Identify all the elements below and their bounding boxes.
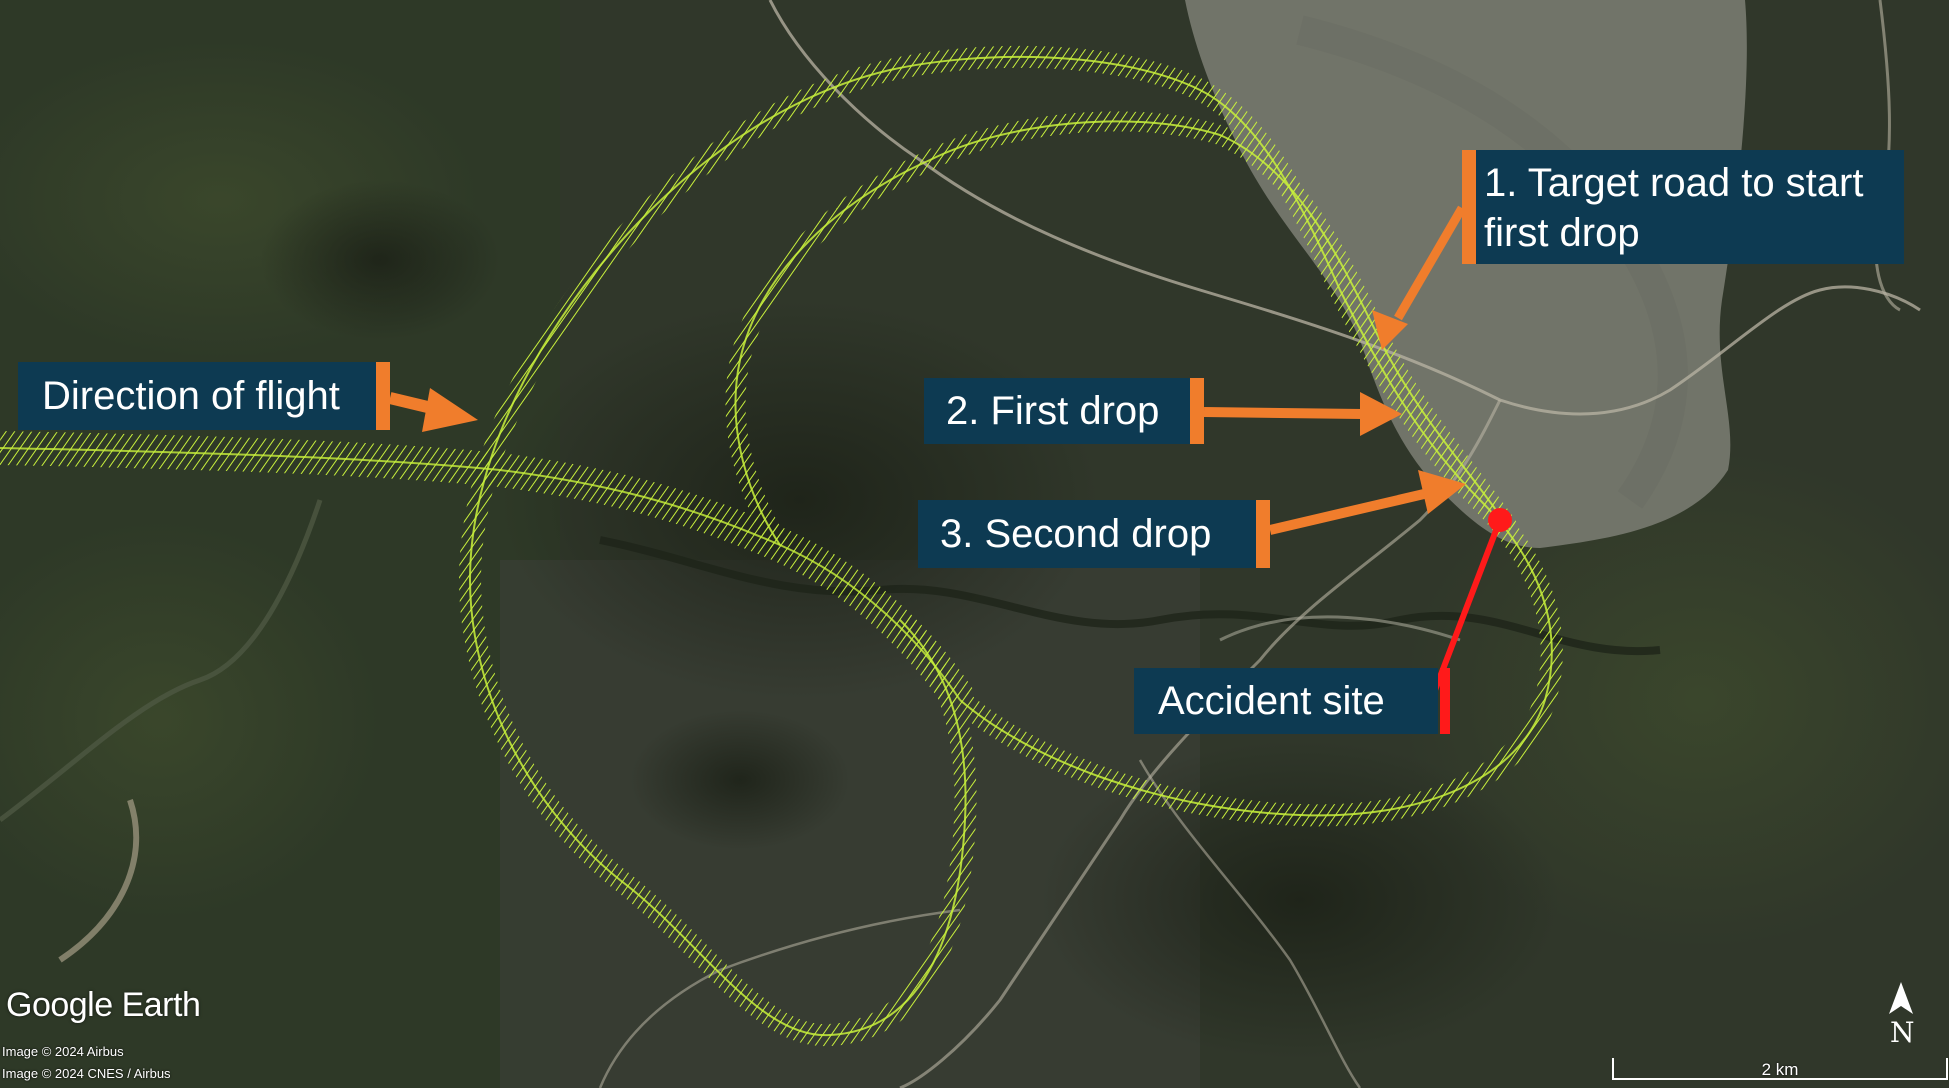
- flight-track-edge: [0, 447, 961, 701]
- callout-target-road-label: 1. Target road to start first drop: [1484, 161, 1864, 255]
- scale-bar: [1612, 1058, 1948, 1080]
- arrow-target-road: [1372, 205, 1466, 350]
- callout-second-drop: 3. Second drop: [918, 500, 1270, 568]
- imagery-credit: Image © 2024 CNES / Airbus: [2, 1066, 171, 1081]
- callout-direction-of-flight-label: Direction of flight: [42, 374, 340, 418]
- imagery-credit: Image © 2024 Airbus: [2, 1044, 124, 1059]
- callout-direction-of-flight: Direction of flight: [18, 362, 390, 430]
- callout-accident-site: Accident site: [1134, 668, 1450, 734]
- creek: [58, 799, 140, 963]
- north-arrow-icon: [1889, 982, 1913, 1014]
- callout-bar: [1462, 150, 1476, 264]
- arrow-direction-of-flight: [388, 388, 478, 432]
- terrain-patch: [0, 520, 380, 920]
- callout-first-drop-label: 2. First drop: [946, 389, 1160, 433]
- creek: [1219, 615, 1461, 642]
- callout-target-road: 1. Target road to start first drop: [1462, 150, 1904, 264]
- north-label: N: [1890, 1016, 1915, 1049]
- callout-second-drop-label: 3. Second drop: [940, 512, 1212, 556]
- callout-bar: [1256, 500, 1270, 568]
- callout-accident-site-label: Accident site: [1158, 679, 1385, 723]
- google-earth-logo: Google Earth: [6, 986, 201, 1024]
- callout-first-drop: 2. First drop: [924, 378, 1204, 444]
- terrain-patch: [1040, 740, 1560, 1060]
- callout-bar: [1190, 378, 1204, 444]
- creek: [599, 536, 1661, 656]
- creek: [0, 499, 323, 822]
- callout-bar: [1440, 668, 1450, 734]
- arrow-first-drop: [1203, 392, 1402, 436]
- callout-bar: [376, 362, 390, 430]
- flight-track-edge: [468, 55, 1553, 1037]
- flight-track-edge: [734, 120, 1511, 546]
- arrow-second-drop: [1268, 470, 1466, 535]
- terrain-patch: [260, 180, 500, 340]
- road: [1138, 759, 1362, 1088]
- terrain-patch: [630, 710, 850, 850]
- flight-track: [0, 45, 1563, 1047]
- scale-bar-label: 2 km: [1761, 1060, 1799, 1079]
- road: [899, 399, 1502, 1088]
